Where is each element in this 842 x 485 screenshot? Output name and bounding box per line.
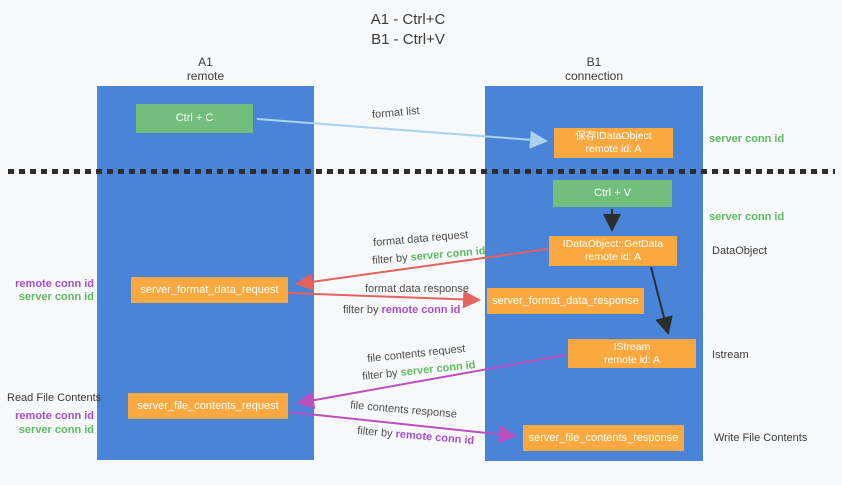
file-contents-response-label: file contents response	[349, 399, 458, 421]
server-format-data-response-box: server_format_data_response	[487, 288, 644, 314]
ctrl-c-box: Ctrl + C	[136, 104, 253, 133]
idataobject-getdata-line1: IDataObject::GetData	[562, 238, 664, 250]
server-format-data-request-box: server_format_data_request	[131, 277, 288, 303]
title-line-1: A1 - Ctrl+C	[370, 11, 446, 28]
filter-key-remote-conn-id: remote conn id	[395, 428, 475, 448]
filter-by-prefix: filter by	[343, 304, 382, 316]
column-a1-role: remote	[186, 69, 225, 83]
dataobject-label: DataObject	[712, 245, 768, 257]
read-file-contents-label: Read File Contents	[7, 392, 102, 404]
file-contents-response-filter-label: filter by remote conn id	[357, 425, 475, 447]
left-file-server-conn-id: server conn id	[18, 424, 94, 436]
column-header-a1: A1 remote	[97, 55, 314, 83]
ctrl-v-label: Ctrl + V	[594, 187, 631, 199]
left-format-remote-conn-id: remote conn id	[15, 278, 94, 290]
filter-key-server-conn-id: server conn id	[410, 245, 487, 264]
format-data-response-filter-label: filter by remote conn id	[343, 304, 460, 316]
column-a1-name: A1	[198, 55, 213, 69]
istream-line1: IStream	[613, 340, 651, 353]
ctrl-c-label: Ctrl + C	[175, 112, 214, 124]
save-idataobject-line2: remote id: A	[585, 143, 642, 155]
format-data-request-label: format data request	[372, 228, 469, 250]
server-file-contents-response-box: server_file_contents_response	[523, 425, 684, 451]
column-header-b1: B1 connection	[485, 55, 703, 83]
right-server-conn-id-mid: server conn id	[709, 211, 785, 223]
divider-dashed-line	[8, 169, 835, 174]
server-format-data-request-label: server_format_data_request	[140, 283, 279, 296]
server-file-contents-request-label: server_file_contents_request	[137, 399, 279, 412]
format-data-request-filter-label: filter by server conn id	[372, 245, 486, 267]
filter-key-remote-conn-id: remote conn id	[381, 304, 461, 316]
istream-line2: remote id: A	[603, 353, 661, 366]
diagram-title: A1 - Ctrl+C B1 - Ctrl+V	[308, 10, 508, 50]
server-format-data-response-label: server_format_data_response	[492, 294, 639, 307]
save-idataobject-box: 保存IDataObject remote id: A	[554, 128, 673, 158]
filter-by-prefix: filter by	[371, 251, 412, 267]
filter-key-server-conn-id: server conn id	[399, 359, 477, 379]
filter-by-prefix: filter by	[361, 366, 402, 383]
left-file-remote-conn-id: remote conn id	[15, 410, 94, 422]
left-format-server-conn-id: server conn id	[18, 291, 94, 303]
format-data-response-label: format data response	[365, 283, 469, 295]
idataobject-getdata-line2: remote id: A	[584, 251, 642, 263]
format-list-label: format list	[371, 104, 421, 122]
title-line-2: B1 - Ctrl+V	[371, 31, 445, 48]
idataobject-getdata-box: IDataObject::GetData remote id: A	[549, 236, 677, 266]
column-b1-role: connection	[564, 69, 624, 83]
write-file-contents-label: Write File Contents	[714, 432, 808, 444]
save-idataobject-line1: 保存IDataObject	[575, 130, 652, 142]
server-file-contents-request-box: server_file_contents_request	[128, 393, 288, 419]
filter-by-prefix: filter by	[356, 424, 397, 441]
column-b1-name: B1	[586, 55, 602, 69]
server-file-contents-response-label: server_file_contents_response	[528, 431, 679, 444]
ctrl-v-box: Ctrl + V	[553, 180, 672, 207]
istream-box: IStream remote id: A	[568, 339, 696, 368]
right-server-conn-id-top: server conn id	[709, 133, 785, 145]
istream-side-label: Istream	[712, 349, 749, 361]
